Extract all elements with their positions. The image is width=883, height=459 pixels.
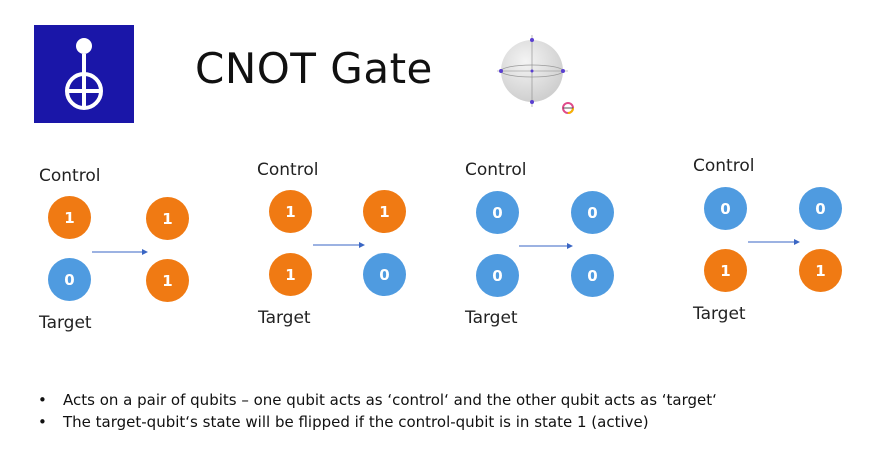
target-qubit-after: 1 <box>799 249 842 292</box>
target-label: Target <box>693 304 746 324</box>
control-qubit-after: 0 <box>571 191 614 234</box>
transition-arrow <box>748 239 800 245</box>
bullet-text: The target-qubit‘s state will be flipped… <box>63 413 649 431</box>
control-label: Control <box>465 160 527 180</box>
bullet-item: • The target-qubit‘s state will be flipp… <box>36 411 717 433</box>
control-qubit-after: 1 <box>363 190 406 233</box>
target-label: Target <box>39 313 92 333</box>
transition-arrow <box>313 242 365 248</box>
target-label: Target <box>258 308 311 328</box>
control-qubit-before: 1 <box>269 190 312 233</box>
bullet-marker: • <box>38 391 47 409</box>
bullet-item: • Acts on a pair of qubits – one qubit a… <box>36 389 717 411</box>
transition-arrow <box>519 243 573 249</box>
cnot-gate-symbol-icon <box>34 25 134 123</box>
control-label: Control <box>257 160 319 180</box>
bullet-text: Acts on a pair of qubits – one qubit act… <box>63 391 717 409</box>
target-qubit-before: 1 <box>704 249 747 292</box>
page-title: CNOT Gate <box>195 44 433 93</box>
target-qubit-before: 0 <box>48 258 91 301</box>
control-label: Control <box>693 156 755 176</box>
control-qubit-after: 0 <box>799 187 842 230</box>
control-qubit-before: 0 <box>476 191 519 234</box>
target-label: Target <box>465 308 518 328</box>
transition-arrow <box>92 249 148 255</box>
target-qubit-after: 0 <box>571 254 614 297</box>
target-qubit-before: 0 <box>476 254 519 297</box>
target-qubit-after: 1 <box>146 259 189 302</box>
control-qubit-after: 1 <box>146 197 189 240</box>
control-label: Control <box>39 166 101 186</box>
target-qubit-after: 0 <box>363 253 406 296</box>
control-qubit-before: 1 <box>48 196 91 239</box>
control-qubit-before: 0 <box>704 187 747 230</box>
bloch-sphere-icon <box>492 25 584 117</box>
description-bullets: • Acts on a pair of qubits – one qubit a… <box>36 389 717 433</box>
bullet-marker: • <box>38 413 47 431</box>
target-qubit-before: 1 <box>269 253 312 296</box>
